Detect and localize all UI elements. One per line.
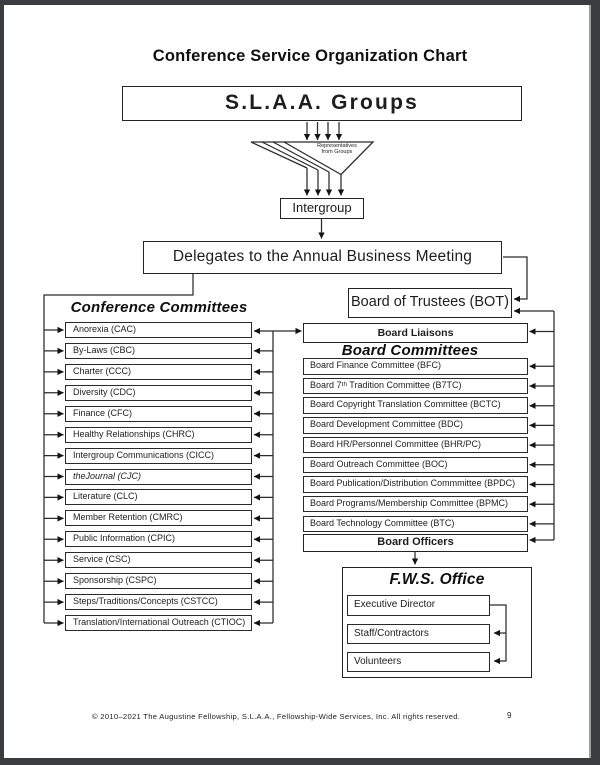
conference-committees-header: Conference Committees xyxy=(70,299,248,316)
board-of-trustees-box: Board of Trustees (BOT) xyxy=(348,288,512,318)
committee-label: Diversity (CDC) xyxy=(73,386,136,397)
conference-committee-box: Finance (CFC) xyxy=(65,405,252,422)
conference-committee-box: Sponsorship (CSPC) xyxy=(65,573,252,590)
fws-role-label: Staff/Contractors xyxy=(354,627,429,639)
committee-label: Board Technology Committee (BTC) xyxy=(310,517,455,528)
committee-label: Member Retention (CMRC) xyxy=(73,512,183,523)
committee-label: Healthy Relationships (CHRC) xyxy=(73,428,195,439)
committee-label: Translation/International Outreach (CTIO… xyxy=(73,617,246,627)
conference-committee-box: Service (CSC) xyxy=(65,552,252,569)
board-liaisons-label: Board Liaisons xyxy=(377,327,454,339)
conference-committee-box: theJournal (CJC) xyxy=(65,468,252,485)
committee-label: Anorexia (CAC) xyxy=(73,324,137,334)
funnel-label-line2: from Groups xyxy=(321,149,353,155)
committee-label: Sponsorship (CSPC) xyxy=(73,575,157,586)
committee-label: Board Publication/Distribution Commmitte… xyxy=(310,478,516,489)
committee-label: Charter (CCC) xyxy=(73,365,132,376)
conference-committee-box: Healthy Relationships (CHRC) xyxy=(65,426,252,443)
fws-role-label: Executive Director xyxy=(354,599,436,610)
slaa-groups-label: S.L.A.A. Groups xyxy=(224,91,419,114)
conference-committee-box: Public Information (CPIC) xyxy=(65,531,252,548)
committee-label: Intergroup Communications (CICC) xyxy=(73,449,215,460)
board-committee-box: Board 7ᵗʰ Tradition Committee (B7TC) xyxy=(303,377,528,395)
fws-office-header: F.W.S. Office xyxy=(389,571,485,588)
conference-committee-box: Member Retention (CMRC) xyxy=(65,510,252,527)
funnel-label-line1: Representatives xyxy=(317,142,357,149)
committee-label: Board Copyright Translation Committee (B… xyxy=(310,399,501,410)
committee-label: By-Laws (CBC) xyxy=(73,344,136,355)
conference-committee-box: Anorexia (CAC) xyxy=(65,322,252,338)
board-committee-box: Board Copyright Translation Committee (B… xyxy=(303,397,528,414)
committee-label: Board Development Committee (BDC) xyxy=(310,419,464,430)
committee-label: Board HR/Personnel Committee (BHR/PC) xyxy=(310,438,482,449)
board-committee-box: Board HR/Personnel Committee (BHR/PC) xyxy=(303,436,528,454)
board-committee-box: Board Development Committee (BDC) xyxy=(303,417,528,434)
page-number: 9 xyxy=(507,711,512,720)
board-committee-box: Board Technology Committee (BTC) xyxy=(303,515,528,533)
conference-committee-box: Translation/International Outreach (CTIO… xyxy=(65,615,252,631)
delegates-box: Delegates to the Annual Business Meeting xyxy=(143,241,502,274)
copyright-footer: © 2010–2021 The Augustine Fellowship, S.… xyxy=(92,712,461,721)
board-committees-header: Board Committees xyxy=(341,342,479,359)
board-liaisons-box: Board Liaisons xyxy=(303,323,528,343)
board-committee-box: Board Programs/Membership Committee (BPM… xyxy=(303,495,528,513)
board-committee-box: Board Outreach Committee (BOC) xyxy=(303,456,528,473)
funnel-label: Representatives from Groups xyxy=(306,143,368,156)
board-officers-label: Board Officers xyxy=(377,536,454,548)
fws-role-box: Staff/Contractors xyxy=(347,623,490,644)
committee-label: theJournal (CJC) xyxy=(73,470,142,481)
board-committee-box: Board Publication/Distribution Commmitte… xyxy=(303,476,528,493)
fws-role-box: Executive Director xyxy=(347,595,490,616)
committee-label: Board Finance Committee (BFC) xyxy=(310,360,442,370)
committee-label: Board Outreach Committee (BOC) xyxy=(310,458,448,469)
committee-label: Board 7ᵗʰ Tradition Committee (B7TC) xyxy=(310,379,462,390)
fws-office-box xyxy=(342,567,532,678)
conference-committee-box: Literature (CLC) xyxy=(65,489,252,506)
intergroup-label: Intergroup xyxy=(292,200,352,215)
fws-role-box: Volunteers xyxy=(347,651,490,672)
intergroup-box: Intergroup xyxy=(280,198,364,219)
conference-committee-box: Steps/Traditions/Concepts (CSTCC) xyxy=(65,594,252,611)
conference-committee-box: Diversity (CDC) xyxy=(65,384,252,401)
board-officers-box: Board Officers xyxy=(303,534,528,552)
fws-role-label: Volunteers xyxy=(354,655,402,667)
slaa-groups-box: S.L.A.A. Groups xyxy=(122,86,522,121)
committee-label: Board Programs/Membership Committee (BPM… xyxy=(310,497,509,508)
board-of-trustees-label: Board of Trustees (BOT) xyxy=(351,294,509,310)
committee-label: Steps/Traditions/Concepts (CSTCC) xyxy=(73,596,218,607)
committee-label: Public Information (CPIC) xyxy=(73,533,176,544)
page-title: Conference Service Organization Chart xyxy=(152,47,468,65)
delegates-label: Delegates to the Annual Business Meeting xyxy=(172,248,473,265)
conference-committee-box: Intergroup Communications (CICC) xyxy=(65,447,252,464)
committee-label: Service (CSC) xyxy=(73,554,131,565)
board-committee-box: Board Finance Committee (BFC) xyxy=(303,358,528,375)
committee-label: Finance (CFC) xyxy=(73,407,133,418)
conference-committee-box: Charter (CCC) xyxy=(65,363,252,380)
conference-committee-box: By-Laws (CBC) xyxy=(65,342,252,359)
committee-label: Literature (CLC) xyxy=(73,491,138,502)
